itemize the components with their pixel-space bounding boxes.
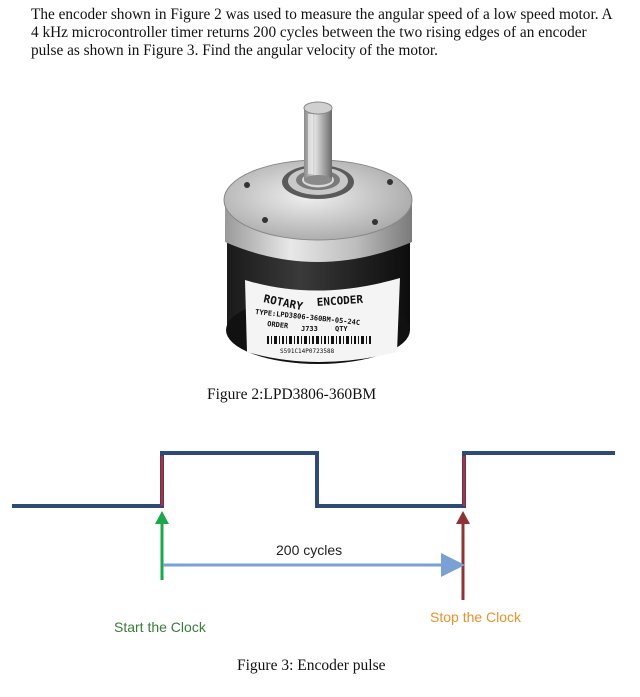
start-clock-label: Start the Clock xyxy=(114,619,206,635)
label-order-value: J733 xyxy=(301,325,318,333)
figure-2-caption: Figure 2:LPD3806-360BM xyxy=(207,386,377,403)
stop-clock-label: Stop the Clock xyxy=(430,609,522,625)
cycles-label: 200 cycles xyxy=(276,542,343,558)
label-order: ORDER xyxy=(267,320,290,330)
label-encoder: ENCODER xyxy=(316,293,364,309)
pulse-waveform xyxy=(12,451,615,508)
barcode xyxy=(267,336,371,344)
figure-3-caption: Figure 3: Encoder pulse xyxy=(237,657,386,674)
start-arrow xyxy=(155,511,169,580)
stop-arrow xyxy=(456,511,470,600)
label-serial: S591C14P0723588 xyxy=(280,348,335,355)
encoder-photo: ROTARY ENCODER TYPE:LPD3806-360BM-05-24C… xyxy=(223,101,413,364)
encoder-pulse-diagram xyxy=(12,451,615,600)
problem-statement: The encoder shown in Figure 2 was used t… xyxy=(31,6,612,59)
label-qty: QTY xyxy=(335,325,348,333)
